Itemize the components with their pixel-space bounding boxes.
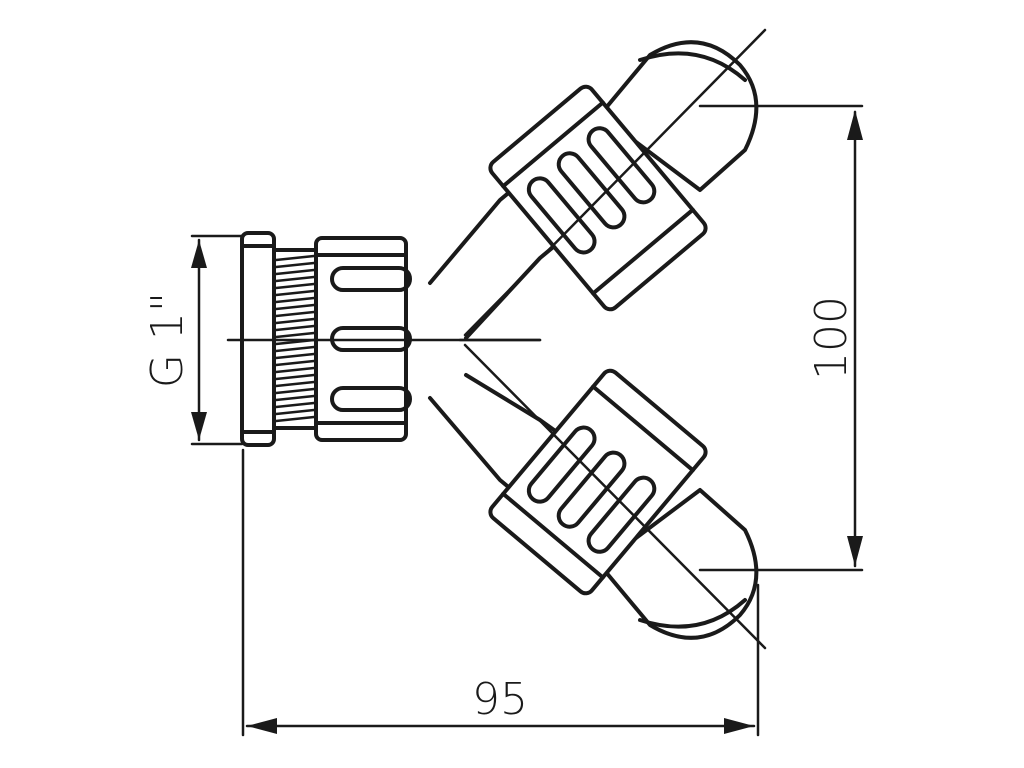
thread-hatch-line [274, 282, 316, 290]
thread-hatch-line [274, 401, 316, 409]
width-dimension: 95 [241, 448, 760, 737]
thread-hatch-line [274, 387, 316, 395]
thread-hatch-line [274, 324, 316, 332]
thread-hatch-line [274, 275, 316, 283]
thread-dimension: G 1" [142, 234, 244, 446]
thread-hatch-line [274, 261, 316, 269]
thread-hatch-line [274, 303, 316, 311]
lower-union-nut [488, 368, 708, 596]
height-value-label: 100 [806, 296, 857, 380]
thread-hatch-line [274, 296, 316, 304]
thread-hatch-line [274, 345, 316, 353]
thread-hatch-line [274, 366, 316, 374]
height-dimension: 100 [698, 104, 864, 572]
thread-size-label: G 1" [142, 292, 193, 388]
thread-hatch-line [274, 394, 316, 402]
centre-lines [226, 28, 767, 650]
thread-hatch-line [274, 310, 316, 318]
thread-hatch-line [274, 289, 316, 297]
thread-hatch-line [274, 317, 316, 325]
width-value-label: 95 [472, 674, 528, 725]
thread-hatch-line [274, 359, 316, 367]
thread-hatch-line [274, 268, 316, 276]
thread-hatch-line [274, 373, 316, 381]
thread-hatch-line [274, 352, 316, 360]
thread-hatch-line [274, 331, 316, 339]
upper-union-nut [488, 84, 708, 312]
thread-hatch-line [274, 254, 316, 262]
thread-hatch-line [274, 408, 316, 416]
thread-hatch-line [274, 415, 316, 423]
thread-hatch-line [274, 380, 316, 388]
